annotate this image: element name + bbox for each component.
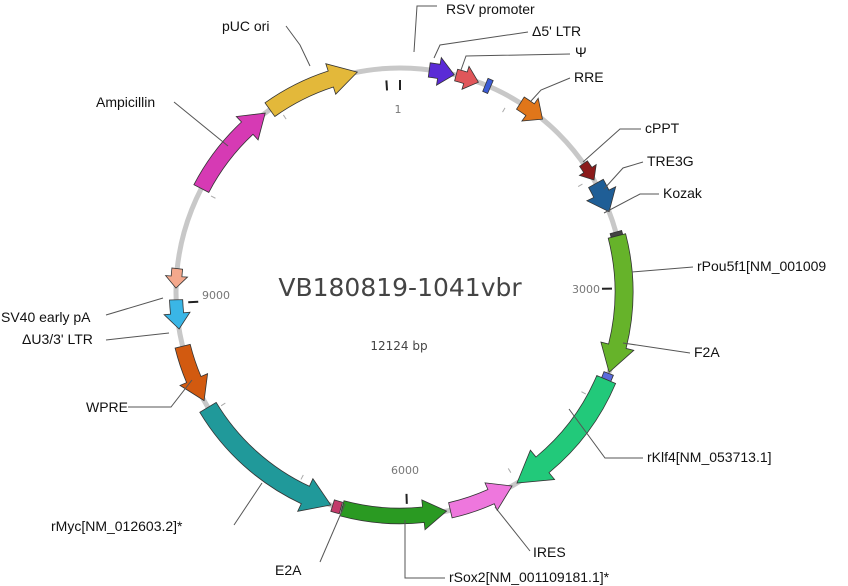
tick-mark [210,195,216,199]
label-tre3g: TRE3G [647,153,694,169]
tick-mark [581,391,587,395]
label-rmyc: rMyc[NM_012603.2]* [51,518,183,534]
feature-arrows [163,56,635,531]
feature-cppt [578,160,597,181]
feature-puc-ori [264,63,359,118]
label-psi: Ψ [575,44,587,60]
leader-line [319,503,346,563]
feature-rmyc-nm-012603-2 [199,401,332,512]
feature-rsv-promoter [427,56,455,86]
leader-line [173,101,229,147]
label-leaders [105,5,694,579]
position-label-1: 1 [395,103,402,116]
position-label-6000: 6000 [391,464,419,477]
leader-line [128,379,193,408]
label-rsox2: rSox2[NM_001109181.1]* [449,569,610,585]
label-cppt: cPPT [645,120,680,136]
feature- [482,77,494,95]
label-rre: RRE [574,69,604,85]
leader-line [233,482,263,526]
feature-u3-3-ltr [163,299,191,330]
feature-rre [515,96,543,122]
tick-mark [507,468,512,473]
label-rsv-promoter: RSV promoter [446,1,535,17]
tick-mark [385,80,389,91]
leader-line [603,193,659,214]
feature-e2a [330,499,343,515]
leader-line [631,266,694,273]
label-f2a: F2A [694,344,720,360]
plasmid-size: 12124 bp [370,339,427,353]
plasmid-name: VB180819-1041vbr [278,273,522,302]
leader-line [285,25,311,67]
leader-line [105,332,170,341]
label-5-ltr: Δ5' LTR [532,23,581,39]
position-label-3000: 3000 [572,283,600,296]
feature-rklf4-nm-053713-1 [516,374,617,484]
position-label-9000: 9000 [202,289,230,302]
leader-line [622,342,691,354]
feature-5-ltr [454,65,479,91]
label-puc-ori: pUC ori [222,18,269,34]
label-kozak: Kozak [663,185,703,201]
label-sv40-early-pa: SV40 early pA [1,309,91,325]
label-rklf4: rKlf4[NM_053713.1] [647,449,772,465]
leader-line [568,408,643,459]
label-wpre: WPRE [86,399,128,415]
feature-tre3g [585,178,617,213]
leader-line [582,128,641,163]
label-ires: IRES [533,544,566,560]
leader-line [433,31,529,59]
feature-wpre [174,343,209,402]
tick-mark [577,183,583,188]
leader-line [404,520,445,579]
leader-line [460,53,571,71]
leader-line [603,161,644,190]
feature-ampicillin [193,112,266,193]
feature-rsox2-nm-001109181-1 [339,499,448,531]
tick-mark [282,114,287,120]
leader-line [530,77,571,102]
label-u3-3-ltr: ΔU3/3' LTR [22,331,93,347]
label-ampicillin: Ampicillin [96,94,155,110]
feature-sv40-early-pa [164,267,189,289]
leader-line [494,506,531,552]
tick-mark [300,474,304,480]
tick-marks [188,80,612,504]
leader-line [105,297,164,316]
tick-mark [502,107,506,113]
label-rpou5f1: rPou5f1[NM_001009 [697,258,826,274]
feature-rpou5f1-nm-001009 [600,233,635,374]
tick-mark [220,402,226,407]
label-e2a: E2A [275,562,302,578]
feature-ires [448,482,513,519]
leader-line [413,5,437,53]
